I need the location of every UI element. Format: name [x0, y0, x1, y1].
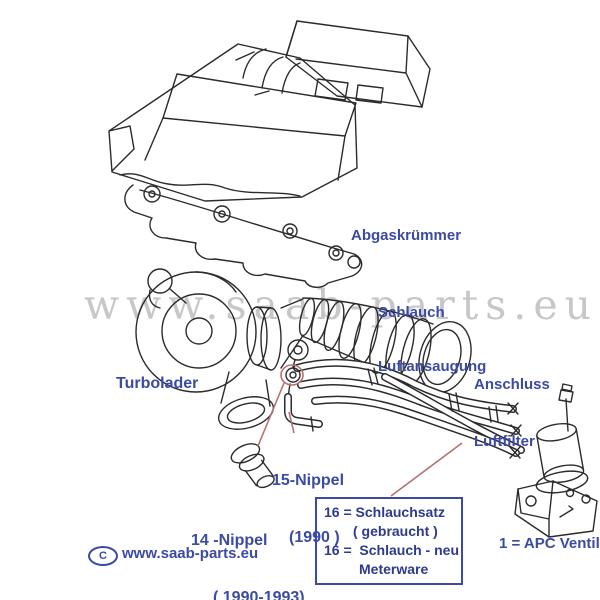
label-anschluss-line2: Luftfilter — [474, 433, 535, 450]
label-turbolader: Turbolader — [116, 375, 199, 392]
label-schlauch-line2: Luftansaugung — [378, 358, 487, 375]
label-schlauch-luftansaugung: Schlauch Luftansaugung — [378, 268, 486, 412]
pointer-line-schlauchsatz — [390, 442, 463, 497]
footer-website-text: www.saab-parts.eu — [122, 545, 259, 562]
label-anschluss-luftfilter: Anschluss Luftfilter — [474, 337, 550, 489]
label-apc-ventil: 1 = APC Ventil — [499, 535, 600, 552]
label-abgaskruemmer: Abgaskrümmer — [351, 227, 462, 244]
exhaust-manifold-drawing — [124, 184, 363, 288]
label-nippel-14-line2: ( 1990-1993) — [213, 589, 305, 600]
label-schlauch-line1: Schlauch — [378, 304, 445, 321]
apc-valve-drawing — [514, 383, 598, 538]
label-nippel-14: 14 -Nippel ( 1990-1993) — [191, 493, 305, 600]
label-nippel-15-line1: 15-Nippel — [272, 472, 345, 489]
parts-info-box: 16 = Schlauchsatz ( gebraucht ) 16 = Sch… — [315, 497, 463, 585]
label-nippel-15-line2: (1990 ) — [289, 529, 340, 546]
nippel-15-highlight-ring — [280, 364, 304, 386]
turbocharger-drawing — [135, 268, 282, 430]
info-box-line3: 16 = Schlauch - neu — [324, 542, 459, 558]
label-nippel-14-line1: 14 -Nippel — [191, 532, 268, 549]
copyright-icon: C — [88, 546, 118, 566]
nippel-14-part-drawing — [230, 443, 275, 489]
pointer-line-nippel15 — [288, 411, 295, 434]
pointer-line-nippel14 — [257, 382, 285, 447]
valve-cover-drawing — [108, 43, 358, 202]
label-nippel-15: 15-Nippel (1990 ) — [272, 433, 344, 585]
intake-runners-drawing — [235, 48, 301, 96]
info-box-line1: 16 = Schlauchsatz — [324, 504, 446, 520]
intake-plenum-drawing — [285, 20, 431, 108]
info-box-line4: Meterware — [359, 561, 429, 577]
label-anschluss-line1: Anschluss — [474, 376, 550, 393]
pointer-lines — [257, 382, 463, 497]
hose-clamps-drawing — [367, 367, 522, 459]
info-box-line2: ( gebraucht ) — [353, 523, 438, 539]
hose-bundle-drawing — [293, 358, 525, 459]
